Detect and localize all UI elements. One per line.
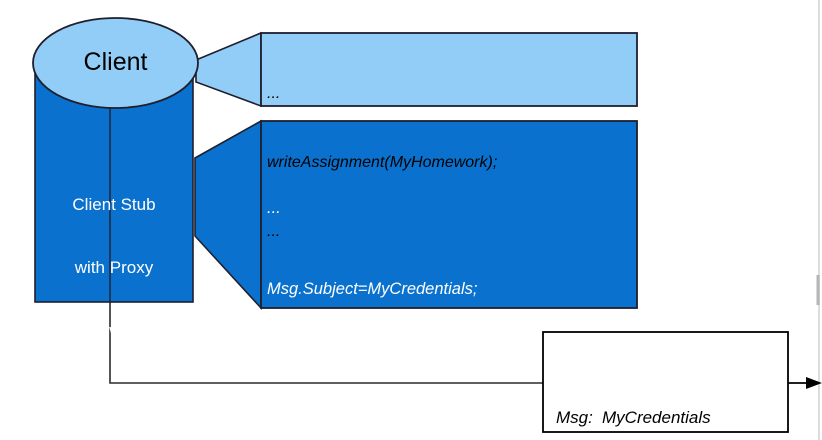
stub-label-line-1: Client Stub bbox=[72, 195, 156, 214]
app-code-line-2: writeAssignment(MyHomework); bbox=[267, 154, 498, 171]
callout-pointer-application bbox=[195, 31, 262, 108]
app-code-line-1: ... bbox=[267, 85, 281, 102]
callout-pointer-stub bbox=[194, 119, 262, 311]
stub-label-line-3: (here without bbox=[64, 321, 164, 340]
message-value-1: MyCredentials bbox=[602, 408, 711, 427]
message-key-label: Msg: bbox=[556, 408, 593, 427]
stub-code-line-3: Msg.Method_Id=writeAssignment_Id; bbox=[267, 361, 539, 379]
message-row-1: Msg: MyCredentials bbox=[556, 403, 750, 433]
connector-stub-to-message bbox=[109, 300, 543, 384]
app-code-line-3: ... bbox=[267, 223, 281, 240]
message-out-arrow-head bbox=[806, 377, 822, 389]
callout-stub-code: ... Msg.Subject=MyCredentials; Msg.Metho… bbox=[267, 141, 539, 440]
client-node-label: Client bbox=[83, 48, 148, 76]
client-ellipse bbox=[32, 17, 199, 109]
message-box-rect bbox=[542, 331, 789, 433]
callout-box-application bbox=[260, 32, 638, 107]
stub-label-line-4: PEP and PDP) bbox=[57, 384, 171, 403]
stub-node-label: Client Stub with Proxy (here without PEP… bbox=[35, 152, 193, 440]
callout-box-stub bbox=[260, 120, 638, 309]
stub-label-line-2: with Proxy bbox=[74, 258, 154, 277]
message-box-content: Msg:MyCredentials writeAssignment_Id MyH… bbox=[556, 343, 750, 440]
stub-code-line-1: ... bbox=[267, 199, 281, 217]
stub-code-line-2: Msg.Subject=MyCredentials; bbox=[267, 280, 478, 298]
callout-application-code: ... writeAssignment(MyHomework); ... bbox=[267, 36, 497, 289]
